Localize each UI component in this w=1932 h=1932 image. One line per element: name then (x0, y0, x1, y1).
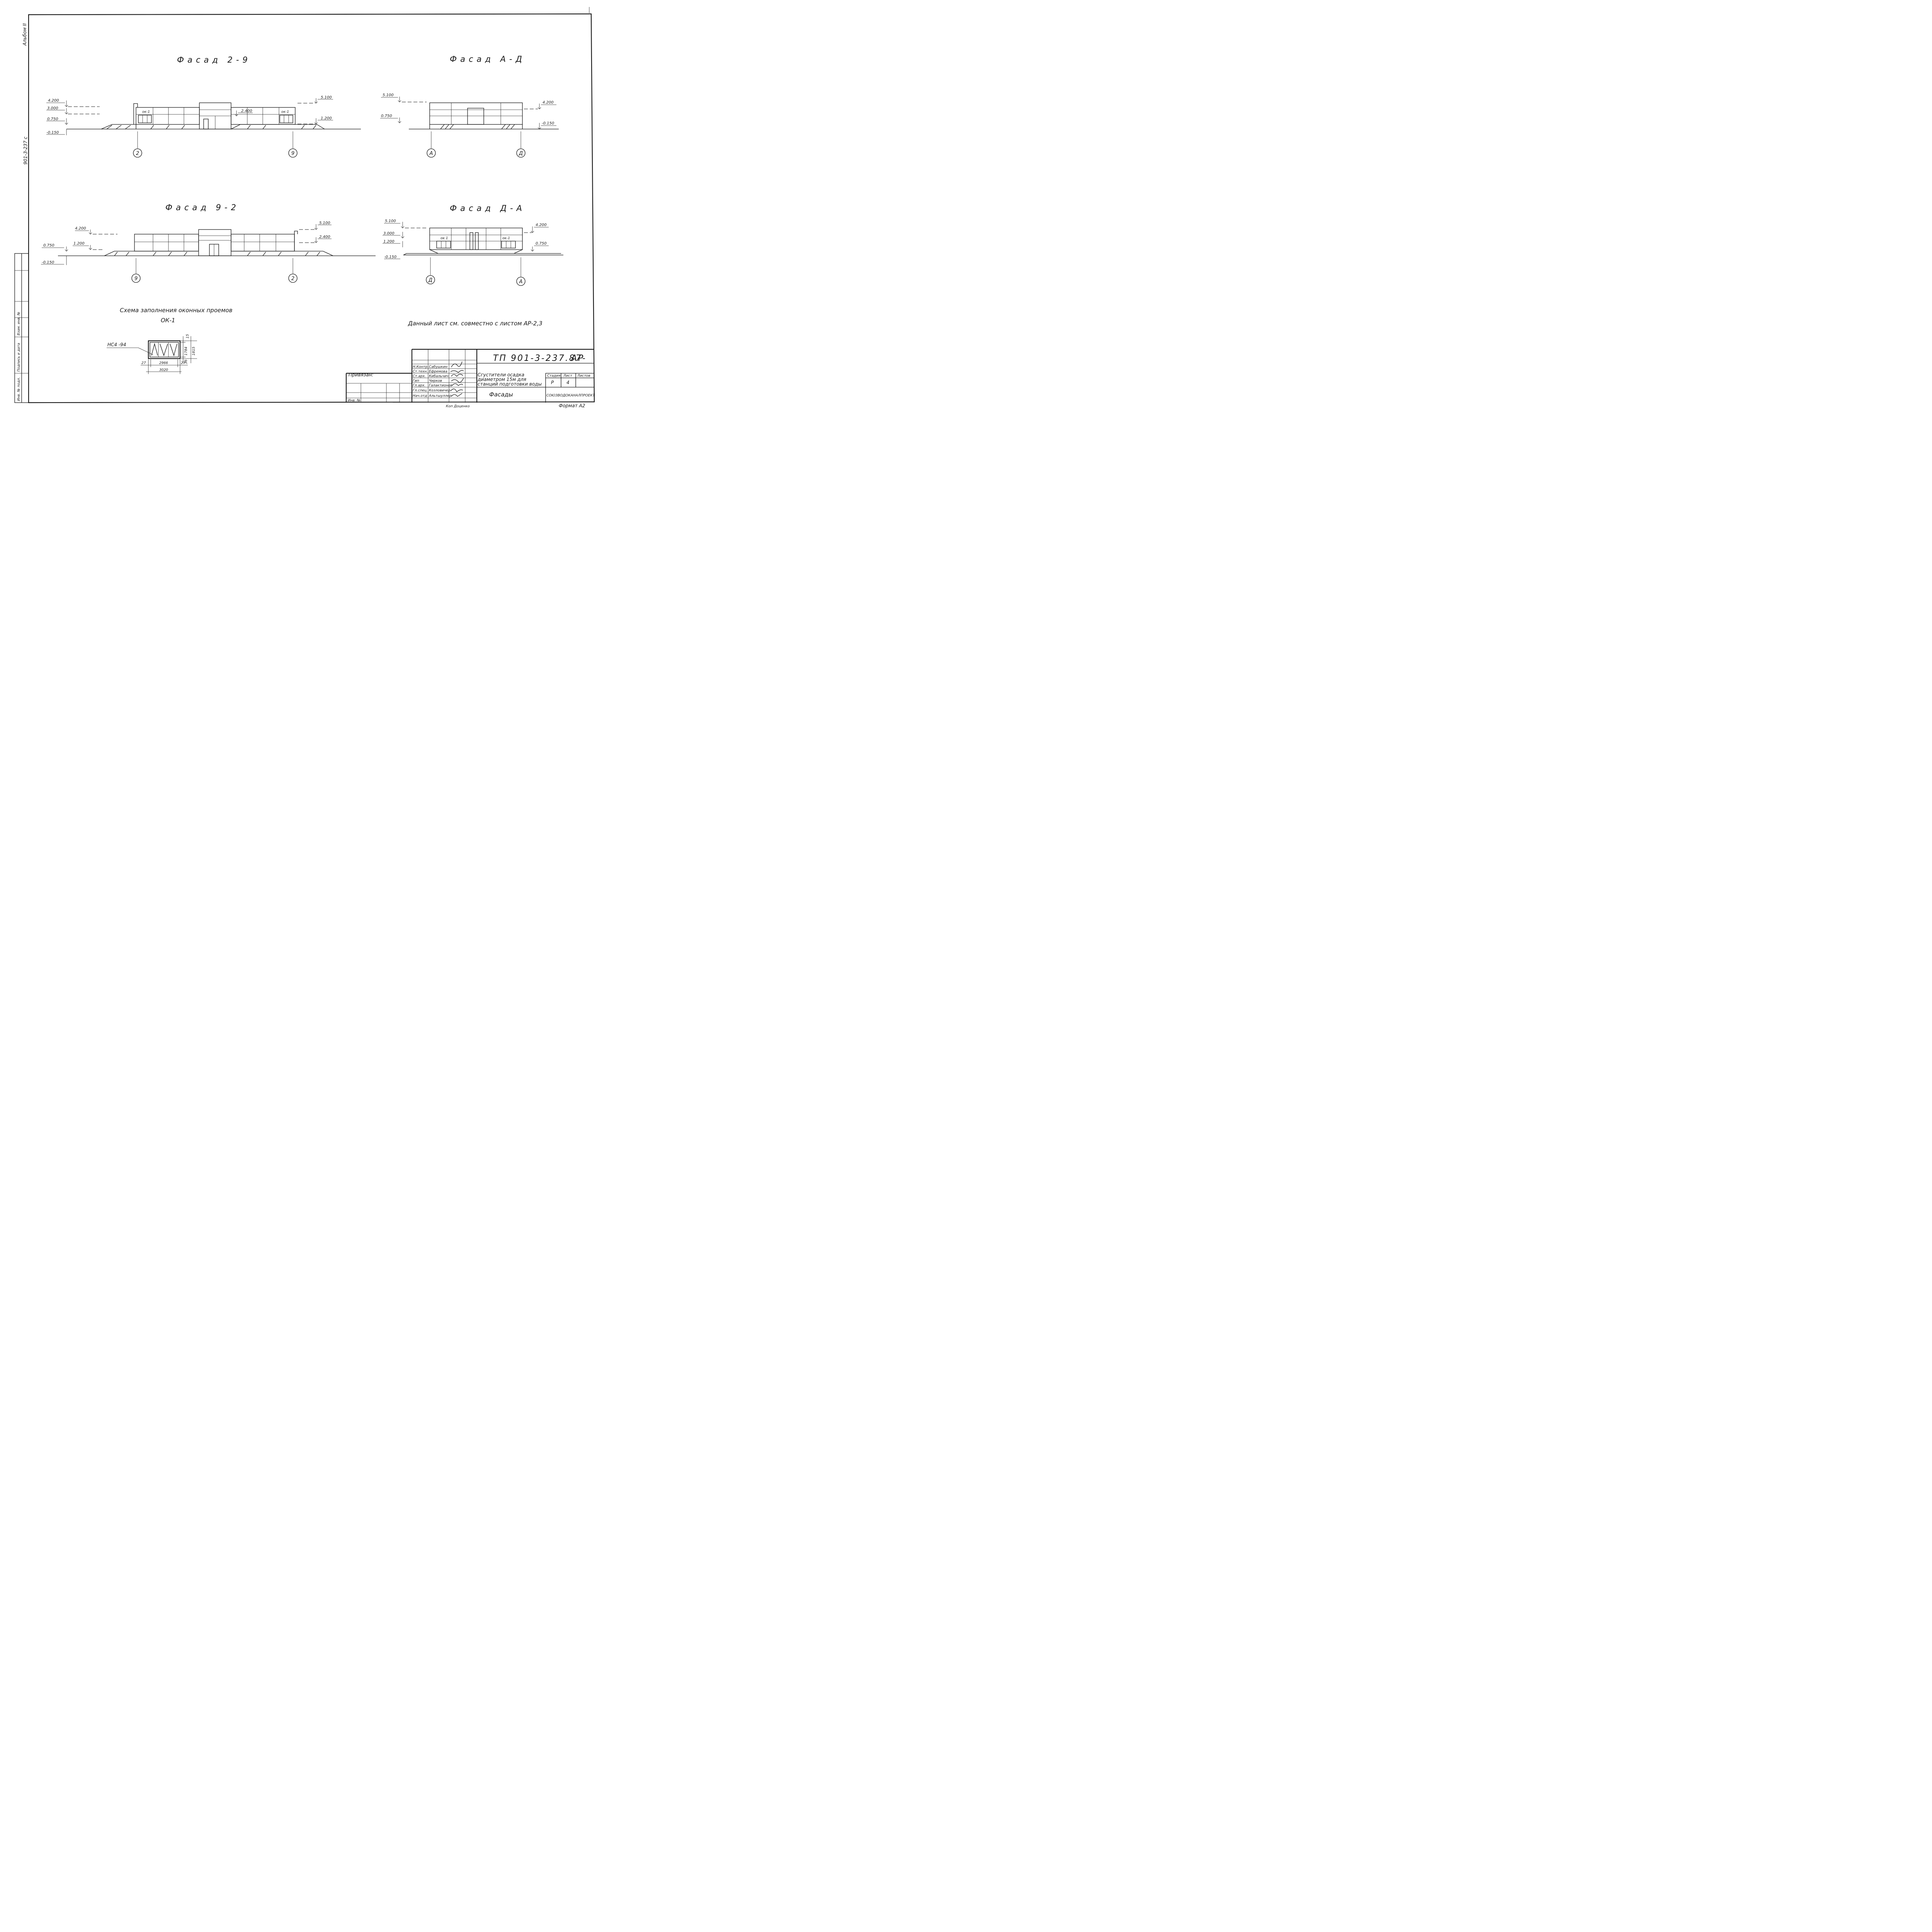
stage-label: Стадия (547, 374, 561, 378)
axis-marker: Д (428, 277, 432, 283)
side-code: 901-3-237 с (23, 136, 28, 165)
level-mark: 1.200 (383, 240, 395, 244)
level-mark: -0.150 (384, 255, 396, 259)
facade-title: Фасад Д-А (450, 204, 526, 213)
axis-marker: 2 (291, 276, 294, 282)
level-mark: 2.400 (241, 109, 252, 113)
level-mark: 5.100 (321, 95, 332, 100)
role: Гл.спец. (413, 389, 428, 393)
role: Гл.арх. (413, 384, 425, 388)
level-mark: 1.200 (73, 242, 85, 246)
organization: СОЮЗВОДОКАНАЛПРОЕКТ (546, 394, 595, 398)
facade-d-a: Фасад Д-А ок 1 ок-1 5.100 3.000 1.200 -0… (383, 204, 563, 286)
window-scheme: Схема заполнения оконных проемов ОК-1 НС… (107, 307, 233, 374)
dim-total-width: 3020 (159, 368, 168, 372)
level-mark: 5.100 (385, 219, 396, 223)
drawing-sheet: Альбом II 901-3-237 с Инв. № подл. Подпи… (14, 7, 595, 408)
person-name: Чирков (429, 379, 442, 383)
window-mark: ок-1 (502, 236, 510, 240)
signature-rows: Н.Контр. Ст.техн. Ст.арх. Гип Гл.арх. Гл… (412, 361, 477, 398)
level-mark: 3.000 (47, 106, 58, 111)
facade-a-d: Фасад А-Д 5.100 0.750 4.200 -0.150 А Д (380, 54, 559, 158)
role: Н.Контр. (413, 365, 429, 369)
axis-marker: Д (519, 151, 523, 156)
level-mark: 5.100 (319, 221, 330, 225)
person-name: Козловичер (429, 389, 451, 393)
level-mark: -0.150 (42, 260, 54, 265)
level-mark: -0.150 (46, 131, 59, 135)
role: Ст.техн. (413, 370, 428, 374)
title-block: Привязан: Инв. № Н.Контр. Ст.техн. Ст.ар… (345, 349, 595, 408)
level-mark: 1.200 (321, 116, 332, 121)
dim-inner-height: 1784 (184, 347, 188, 355)
stamp-inv-orig: Инв. № подл. (17, 377, 21, 401)
level-mark: 4.200 (75, 226, 86, 231)
level-mark: 0.750 (536, 242, 547, 246)
facade-2-9: Фасад 2-9 (46, 55, 361, 158)
scheme-mark: ОК-1 (161, 317, 175, 324)
leader-label: НС4 -94 (107, 342, 126, 347)
level-mark: 2.400 (319, 235, 330, 239)
tied-label: Привязан: (349, 372, 373, 378)
facade-title: Фасад 9-2 (165, 203, 240, 212)
role: Нач.отд (413, 394, 427, 398)
person-name: Кибальчич (429, 374, 449, 378)
facade-9-2: Фасад 9-2 4.200 (41, 203, 376, 283)
dim-bottom-gap: 36 (184, 359, 188, 364)
dim-total-height: 1815 (192, 347, 196, 355)
dim-top-gap: 15 (186, 334, 190, 338)
level-mark: -0.150 (542, 121, 554, 126)
level-mark: 4.200 (543, 100, 554, 105)
album-label: Альбом II (22, 23, 27, 46)
facade-title: Фасад А-Д (450, 54, 526, 64)
person-name: Ефремова (429, 370, 447, 374)
format: Формат А2 (559, 403, 585, 408)
stamp-replace-inv: Взам. инв. № (17, 312, 21, 335)
axis-marker: 2 (136, 151, 139, 156)
doc-suffix: АР (570, 354, 584, 363)
axis-marker: А (519, 279, 523, 285)
signature-scribble (450, 361, 464, 397)
level-mark: 4.200 (48, 99, 59, 103)
axis-marker: А (429, 151, 433, 156)
stamp-signature-date: Подпись и дата (17, 343, 21, 372)
role: Ст.арх. (413, 374, 426, 378)
stage-value: Р (551, 380, 554, 385)
inv-label: Инв. № (348, 399, 361, 403)
level-mark: 0.750 (381, 114, 392, 118)
level-mark: 5.100 (383, 93, 394, 97)
dim-left: 27 (141, 361, 146, 365)
level-mark: 3.000 (383, 231, 395, 236)
window-mark: ок 1 (440, 236, 448, 240)
sheets-label: Листов (577, 374, 590, 378)
person-name: Галактионов (429, 384, 452, 388)
window-mark: ок-1 (281, 110, 289, 114)
level-mark: 0.750 (47, 117, 58, 121)
person-name: Сабушкин (429, 365, 447, 369)
facade-title: Фасад 2-9 (177, 55, 251, 65)
window-mark: ок-1 (142, 110, 150, 114)
project-title: Сгустители осадка диаметром 15м для стан… (478, 372, 542, 387)
level-mark: 4.200 (536, 223, 547, 227)
level-mark: 0.750 (43, 243, 54, 248)
sheet-title: Фасады (489, 391, 513, 398)
role: Гип (413, 379, 419, 383)
axis-marker: 9 (134, 276, 138, 282)
sheet-note: Данный лист см. совместно с листом АР-2,… (408, 320, 543, 327)
copier: Коп Доценко (446, 405, 470, 408)
sheet-label: Лист (563, 374, 573, 378)
dim-inner-width: 2966 (159, 361, 168, 365)
sheet-value: 4 (566, 380, 570, 385)
side-stamp: Инв. № подл. Подпись и дата Взам. инв. № (14, 253, 29, 403)
scheme-title: Схема заполнения оконных проемов (120, 307, 233, 314)
person-name: Альтшуллер (429, 394, 452, 398)
doc-code: ТП 901-3-237.87- (493, 354, 587, 363)
axis-marker: 9 (291, 151, 294, 156)
